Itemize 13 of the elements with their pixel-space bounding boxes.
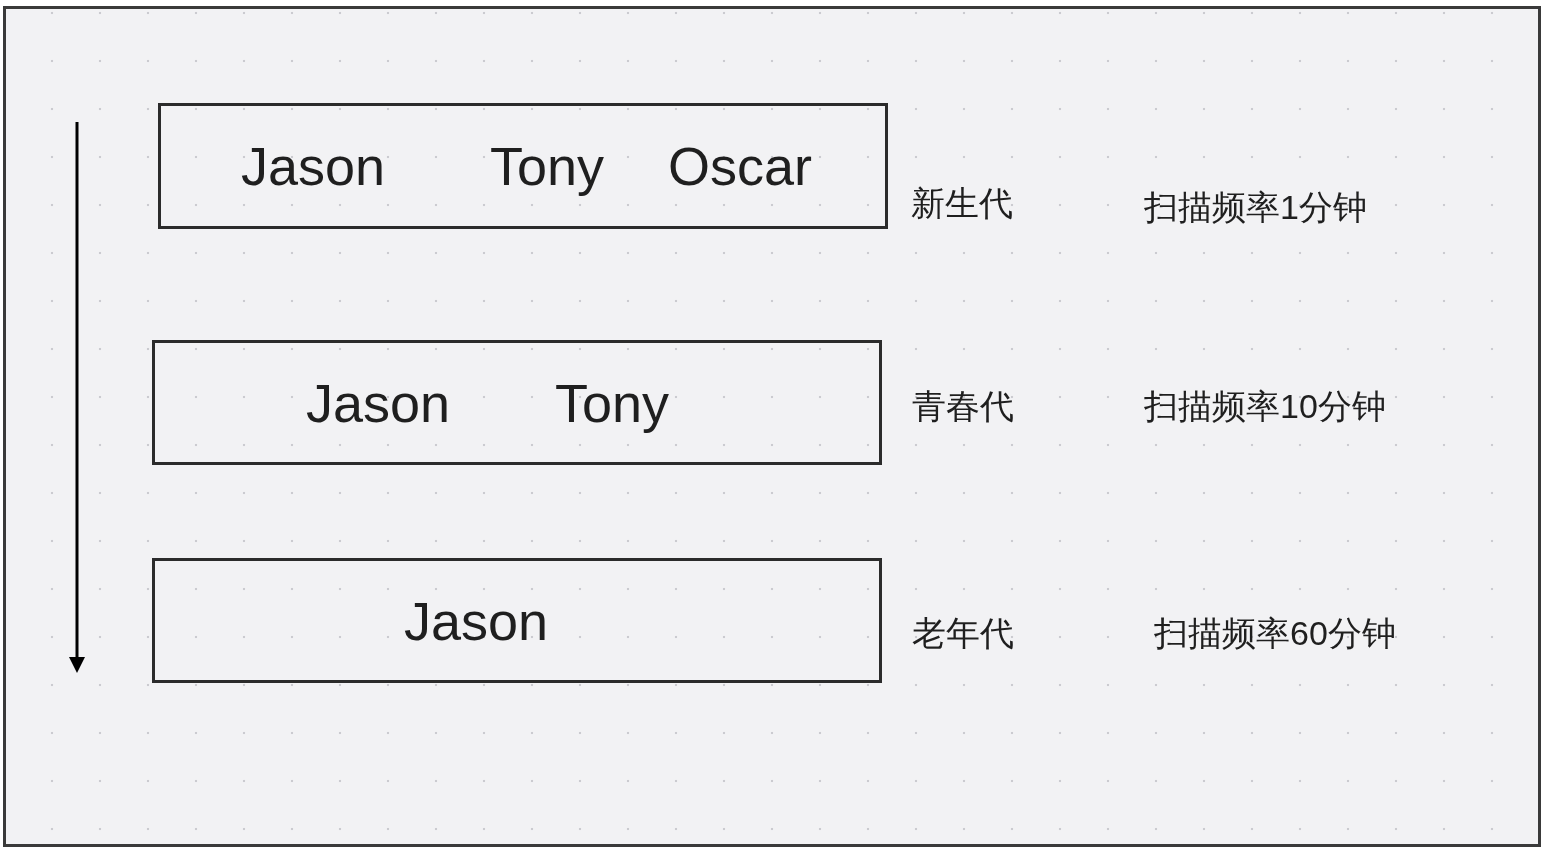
generation-box: [158, 103, 888, 229]
object-name: Oscar: [668, 139, 812, 193]
object-name: Jason: [403, 593, 549, 648]
scan-interval-label: 扫描频率60分钟: [1154, 616, 1396, 650]
object-name: Jason: [240, 139, 386, 193]
scan-interval-label: 扫描频率1分钟: [1144, 190, 1367, 224]
generation-box: [152, 340, 882, 465]
scan-interval-label: 扫描频率10分钟: [1144, 389, 1386, 423]
generation-box: [152, 558, 882, 683]
generation-label: 新生代: [911, 186, 1013, 220]
generation-label: 青春代: [912, 389, 1014, 423]
object-name: Jason: [305, 375, 451, 430]
generation-label: 老年代: [912, 616, 1014, 650]
